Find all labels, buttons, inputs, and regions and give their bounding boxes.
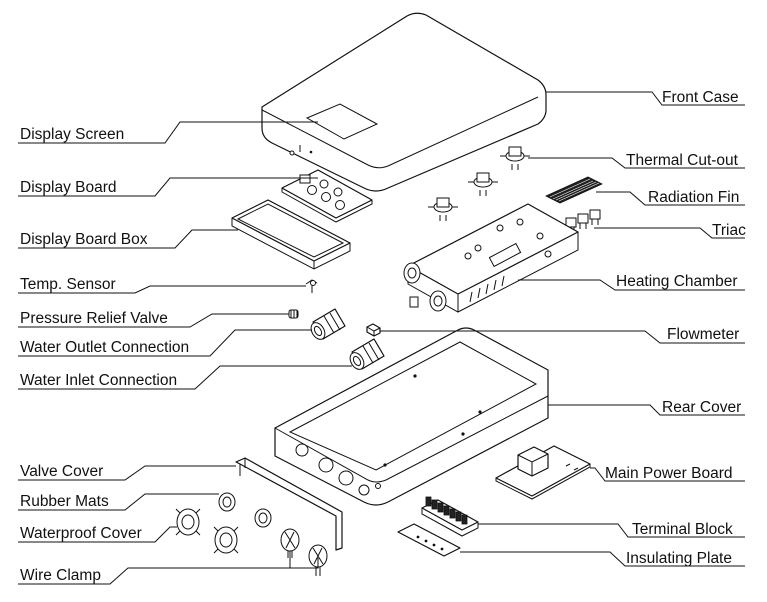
water-outlet-connection-part <box>310 308 346 340</box>
terminal-block-part <box>421 496 479 537</box>
main-power-board-part <box>495 445 591 500</box>
heating-chamber-part <box>403 203 579 313</box>
display-board-box-part <box>231 199 351 270</box>
leader-lines <box>18 91 745 585</box>
flowmeter-part <box>366 323 381 337</box>
label-front-case: Front Case <box>662 89 739 106</box>
label-main-power-board: Main Power Board <box>605 465 733 482</box>
label-rubber-mats: Rubber Mats <box>20 493 109 510</box>
label-heating-chamber: Heating Chamber <box>616 273 737 290</box>
label-water-inlet-connection: Water Inlet Connection <box>20 372 177 389</box>
label-waterproof-cover: Waterproof Cover <box>20 525 142 542</box>
radiation-fin-part <box>545 176 603 204</box>
label-wire-clamp: Wire Clamp <box>20 567 101 584</box>
front-case-part <box>261 12 547 192</box>
water-inlet-connection-part <box>349 338 385 370</box>
insulating-plate-part <box>397 523 461 557</box>
label-flowmeter: Flowmeter <box>667 326 739 343</box>
label-display-screen: Display Screen <box>20 126 124 143</box>
thermal-cutout-part <box>428 146 530 221</box>
label-terminal-block: Terminal Block <box>632 521 733 538</box>
label-pressure-relief-valve: Pressure Relief Valve <box>20 310 168 327</box>
label-rear-cover: Rear Cover <box>662 399 741 416</box>
wire-clamp-part <box>280 528 328 576</box>
waterproof-cover-part <box>175 508 239 554</box>
label-radiation-fin: Radiation Fin <box>648 189 739 206</box>
label-valve-cover: Valve Cover <box>20 463 103 480</box>
label-display-board: Display Board <box>20 179 117 196</box>
label-thermal-cutout: Thermal Cut-out <box>626 152 739 169</box>
label-display-board-box: Display Board Box <box>20 231 148 248</box>
label-insulating-plate: Insulating Plate <box>626 550 732 567</box>
display-board-part <box>281 169 373 223</box>
rubber-mats-part <box>218 492 272 528</box>
label-triac: Triac <box>712 222 746 239</box>
rear-cover-part <box>274 327 549 506</box>
callout-labels: Front Case Display Screen Thermal Cut-ou… <box>20 89 746 584</box>
label-water-outlet-connection: Water Outlet Connection <box>20 339 189 356</box>
pressure-relief-valve-part <box>288 309 299 319</box>
temp-sensor-part <box>305 279 318 293</box>
valve-cover-part <box>235 457 343 551</box>
label-temp-sensor: Temp. Sensor <box>20 276 116 293</box>
